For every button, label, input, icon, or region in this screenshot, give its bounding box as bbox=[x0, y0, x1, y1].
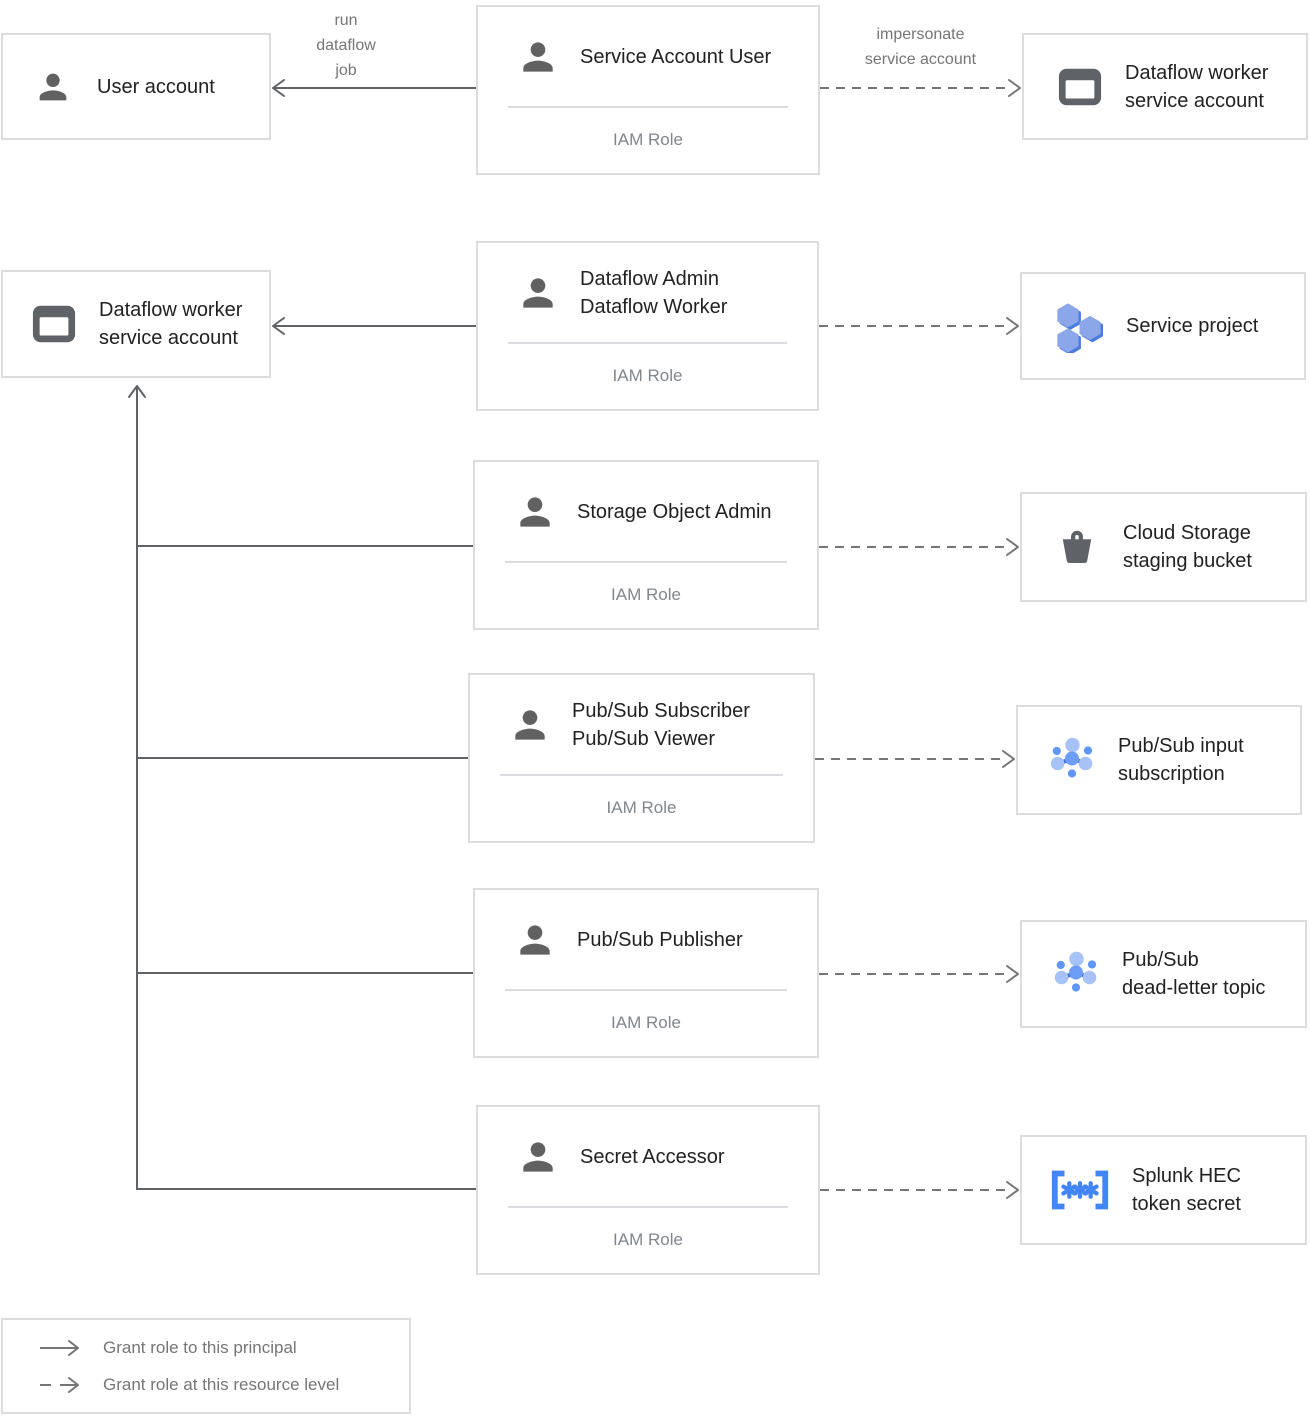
pubsub-dead-letter-topic-node: Pub/Sub dead-letter topic bbox=[1020, 920, 1307, 1028]
edge-trunk-to-worker-sa bbox=[128, 385, 146, 1190]
pubsub-publisher-role-node: Pub/Sub Publisher IAM Role bbox=[473, 888, 819, 1058]
dataflow-admin-worker-role-node: Dataflow Admin Dataflow Worker IAM Role bbox=[476, 241, 819, 411]
edge-label-impersonate-service-account: impersonate service account bbox=[864, 26, 977, 68]
service-account-icon bbox=[1057, 67, 1103, 107]
edge-storage-role-to-bucket bbox=[819, 538, 1019, 556]
edge-run-dataflow-job bbox=[272, 79, 476, 97]
person-icon bbox=[513, 918, 557, 962]
legend-dashed-label: Grant role at this resource level bbox=[103, 1374, 340, 1394]
edge-publisher-role-to-topic bbox=[819, 965, 1019, 983]
hexagon bbox=[1057, 303, 1081, 330]
person-icon bbox=[516, 271, 560, 315]
node-label: Pub/Sub input subscription bbox=[1118, 735, 1244, 785]
pubsub-input-subscription-node: Pub/Sub input subscription bbox=[1016, 705, 1302, 815]
role-subtitle: IAM Role bbox=[612, 365, 683, 385]
divider bbox=[500, 774, 783, 776]
user-account-node: User account bbox=[1, 33, 271, 140]
splunk-hec-token-secret-node: Splunk HEC token secret bbox=[1020, 1135, 1307, 1245]
dataflow-worker-sa-top-node: Dataflow worker service account bbox=[1022, 33, 1308, 140]
service-project-node: Service project bbox=[1020, 272, 1306, 380]
role-title: Dataflow Admin Dataflow Worker bbox=[580, 267, 728, 318]
edge-secret-role-to-secret bbox=[820, 1181, 1019, 1199]
role-subtitle: IAM Role bbox=[611, 1012, 681, 1032]
service-account-icon bbox=[31, 304, 77, 344]
legend-solid-label: Grant role to this principal bbox=[103, 1337, 297, 1357]
edge-dataflow-roles-to-worker-sa bbox=[272, 317, 476, 335]
divider bbox=[508, 1206, 788, 1208]
dataflow-worker-sa-left-node: Dataflow worker service account bbox=[1, 270, 271, 378]
divider bbox=[505, 989, 787, 991]
node-label: Service project bbox=[1126, 315, 1259, 337]
solid-arrow-icon bbox=[40, 1339, 79, 1356]
node-label: Cloud Storage staging bucket bbox=[1123, 522, 1252, 572]
divider bbox=[508, 106, 788, 108]
person-icon bbox=[513, 490, 557, 534]
pubsub-icon bbox=[1048, 736, 1096, 784]
person-icon bbox=[516, 35, 560, 79]
legend: Grant role to this principal Grant role … bbox=[1, 1318, 411, 1414]
role-title: Service Account User bbox=[580, 45, 772, 68]
hexagon bbox=[1079, 315, 1104, 343]
project-hexagons-icon bbox=[1054, 299, 1104, 353]
node-label: Splunk HEC token secret bbox=[1132, 1165, 1241, 1215]
pubsub-subscriber-viewer-role-node: Pub/Sub Subscriber Pub/Sub Viewer IAM Ro… bbox=[468, 673, 815, 843]
edge-subscriber-role-to-subscription bbox=[815, 750, 1015, 768]
divider bbox=[505, 561, 787, 563]
node-label: Dataflow worker service account bbox=[99, 299, 243, 349]
secret-accessor-role-node: Secret Accessor IAM Role bbox=[476, 1105, 820, 1275]
role-title: Secret Accessor bbox=[580, 1145, 725, 1168]
secret-manager-icon bbox=[1048, 1168, 1112, 1212]
edge-label-run-dataflow-job: run dataflow job bbox=[316, 12, 376, 79]
node-label: Dataflow worker service account bbox=[1125, 61, 1269, 112]
person-icon bbox=[33, 67, 73, 107]
storage-bucket-icon bbox=[1055, 525, 1099, 569]
role-subtitle: IAM Role bbox=[613, 129, 683, 149]
role-title: Pub/Sub Subscriber Pub/Sub Viewer bbox=[572, 699, 750, 750]
service-account-user-role-node: Service Account User IAM Role bbox=[476, 5, 820, 175]
dashed-arrow-icon bbox=[40, 1376, 79, 1393]
hexagon bbox=[1057, 328, 1081, 353]
role-subtitle: IAM Role bbox=[613, 1229, 683, 1249]
legend-row-solid: Grant role to this principal bbox=[39, 1338, 409, 1358]
edge-dataflow-roles-to-service-project bbox=[819, 317, 1019, 335]
person-icon bbox=[508, 703, 552, 747]
node-label: User account bbox=[97, 75, 215, 98]
legend-row-dashed: Grant role at this resource level bbox=[39, 1375, 409, 1395]
pubsub-icon bbox=[1052, 950, 1100, 998]
node-label: Pub/Sub dead-letter topic bbox=[1122, 949, 1266, 999]
role-title: Storage Object Admin bbox=[577, 500, 772, 523]
role-subtitle: IAM Role bbox=[606, 797, 677, 817]
cloud-storage-staging-bucket-node: Cloud Storage staging bucket bbox=[1020, 492, 1307, 602]
role-title: Pub/Sub Publisher bbox=[577, 928, 743, 951]
divider bbox=[508, 342, 787, 344]
person-icon bbox=[516, 1135, 560, 1179]
edge-impersonate-service-account bbox=[820, 79, 1021, 97]
storage-object-admin-role-node: Storage Object Admin IAM Role bbox=[473, 460, 819, 630]
role-subtitle: IAM Role bbox=[611, 584, 681, 604]
